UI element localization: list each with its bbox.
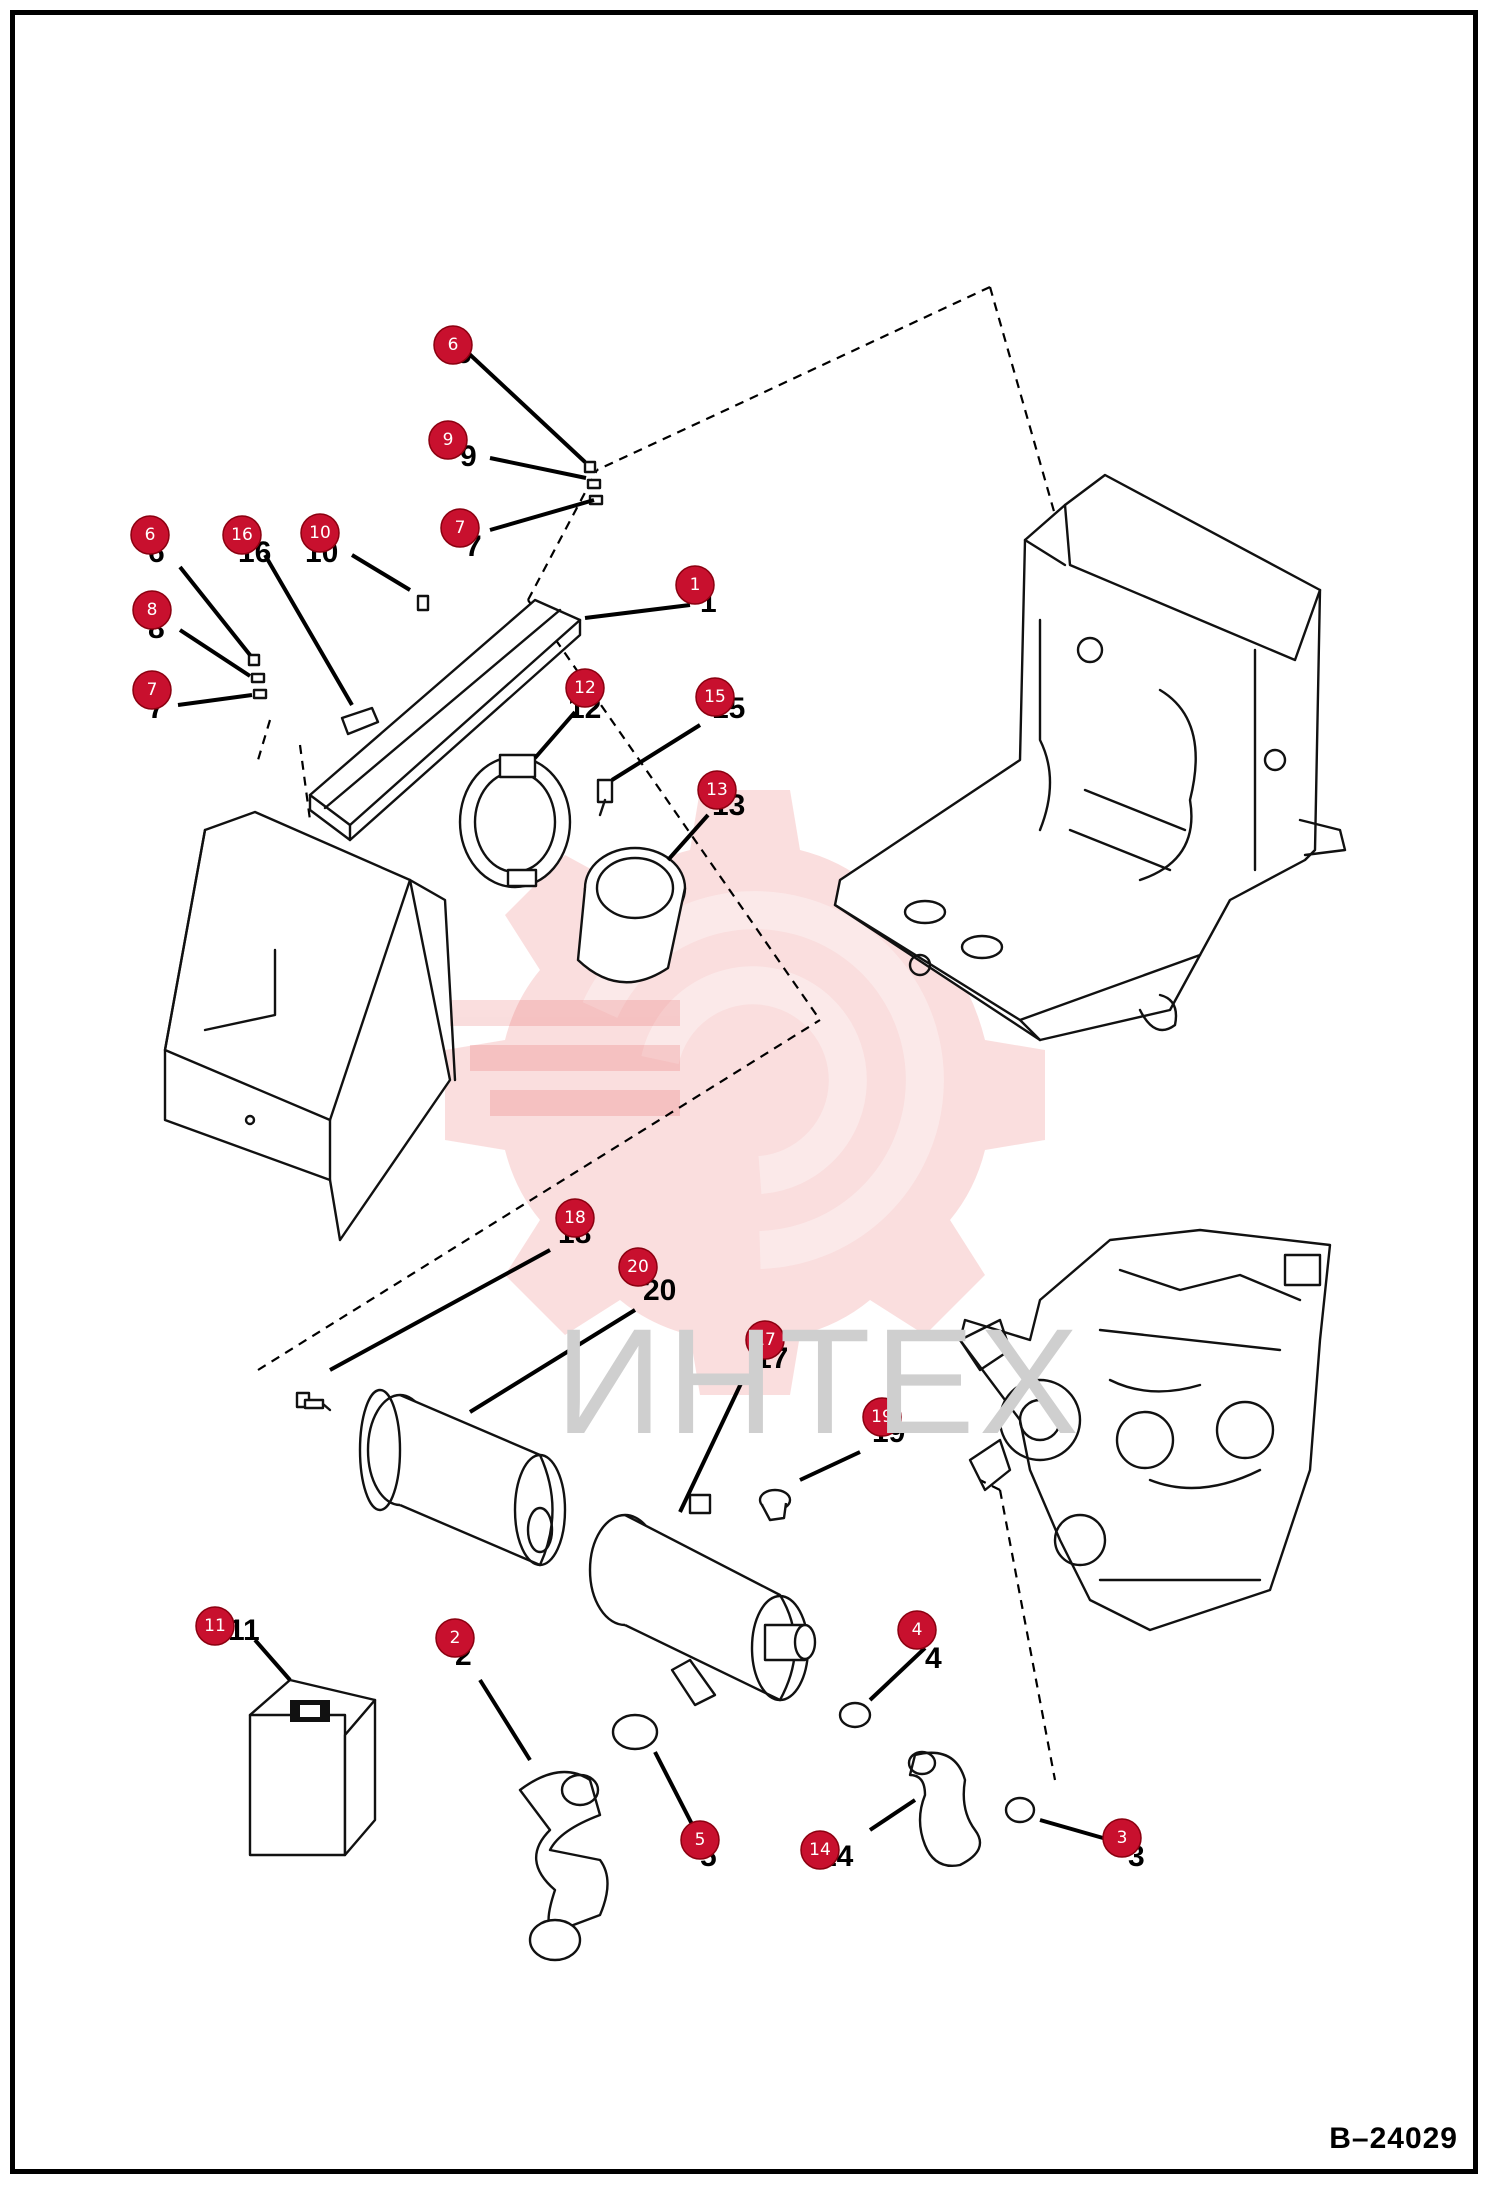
callout-2[interactable]: 2	[435, 1618, 475, 1658]
air-cleaner-housing	[588, 1493, 817, 1707]
svg-text:14: 14	[809, 1840, 831, 1860]
callout-14[interactable]: 14	[800, 1830, 840, 1870]
svg-text:16: 16	[231, 525, 253, 545]
callout-8[interactable]: 8	[132, 590, 172, 630]
svg-text:17: 17	[754, 1330, 776, 1350]
callout-10[interactable]: 10	[300, 513, 340, 553]
svg-text:18: 18	[564, 1208, 586, 1228]
clamp-band	[458, 753, 572, 889]
callout-16[interactable]: 16	[222, 515, 262, 555]
callout-17[interactable]: 17	[745, 1320, 785, 1360]
label-4: 4	[925, 1642, 942, 1675]
svg-text:10: 10	[309, 523, 331, 543]
restriction-sensor	[295, 1391, 332, 1412]
callout-12[interactable]: 12	[565, 668, 605, 708]
callout-15[interactable]: 15	[695, 677, 735, 717]
callout-3[interactable]: 3	[1102, 1818, 1142, 1858]
intake-elbow-hose	[518, 1770, 609, 1962]
svg-text:8: 8	[147, 600, 158, 620]
svg-text:20: 20	[627, 1257, 649, 1277]
callout-5[interactable]: 5	[680, 1820, 720, 1860]
dust-valve	[758, 1488, 792, 1522]
callout-13[interactable]: 13	[697, 770, 737, 810]
svg-text:3: 3	[1117, 1828, 1128, 1848]
leader-lines	[177, 348, 1111, 1842]
callout-4[interactable]: 4	[897, 1610, 937, 1650]
callout-7b[interactable]: 7	[132, 670, 172, 710]
filter-carton	[248, 1678, 377, 1857]
svg-text:11: 11	[204, 1616, 226, 1636]
callout-1[interactable]: 1	[675, 565, 715, 605]
bolt	[416, 594, 430, 612]
sleeve	[576, 846, 687, 984]
callout-9[interactable]: 9	[428, 420, 468, 460]
svg-text:2: 2	[450, 1628, 461, 1648]
engine-block	[958, 1228, 1332, 1632]
callout-6b[interactable]: 6	[130, 515, 170, 555]
assembly-dashed-lines	[256, 286, 1077, 1781]
hardware-stack-left	[247, 653, 268, 700]
svg-text:6: 6	[448, 335, 459, 355]
svg-text:6: 6	[145, 525, 156, 545]
svg-text:15: 15	[704, 687, 726, 707]
small-plate	[340, 706, 380, 736]
svg-text:7: 7	[455, 518, 466, 538]
svg-text:7: 7	[147, 680, 158, 700]
main-frame	[833, 473, 1347, 1042]
hose-clamp	[1004, 1796, 1036, 1824]
watermark-text: ИНТЕХ	[555, 1297, 1083, 1465]
svg-text:12: 12	[574, 678, 596, 698]
engine-intake-hose	[907, 1750, 982, 1867]
callout-11[interactable]: 11	[195, 1606, 235, 1646]
hose-clamp	[611, 1713, 659, 1751]
hose-clamp	[838, 1701, 872, 1729]
watermark-stripes	[450, 1000, 680, 1116]
svg-text:1: 1	[690, 575, 701, 595]
callout-20[interactable]: 20	[618, 1247, 658, 1287]
mounting-bracket	[308, 598, 582, 842]
drawing-reference-number: B–24029	[1329, 2122, 1458, 2155]
callout-18[interactable]: 18	[555, 1198, 595, 1238]
svg-text:13: 13	[706, 780, 728, 800]
filter-element	[358, 1388, 567, 1567]
svg-text:9: 9	[443, 430, 454, 450]
svg-text:4: 4	[912, 1620, 923, 1640]
callout-7a[interactable]: 7	[440, 508, 480, 548]
drawing-frame	[10, 10, 1478, 2174]
svg-text:19: 19	[871, 1407, 893, 1427]
svg-text:5: 5	[695, 1830, 706, 1850]
callout-6a[interactable]: 6	[433, 325, 473, 365]
hardware-stack-upper	[583, 460, 604, 506]
callout-19[interactable]: 19	[862, 1397, 902, 1437]
shroud-housing	[163, 810, 457, 1242]
clamp-bolt	[596, 778, 614, 817]
